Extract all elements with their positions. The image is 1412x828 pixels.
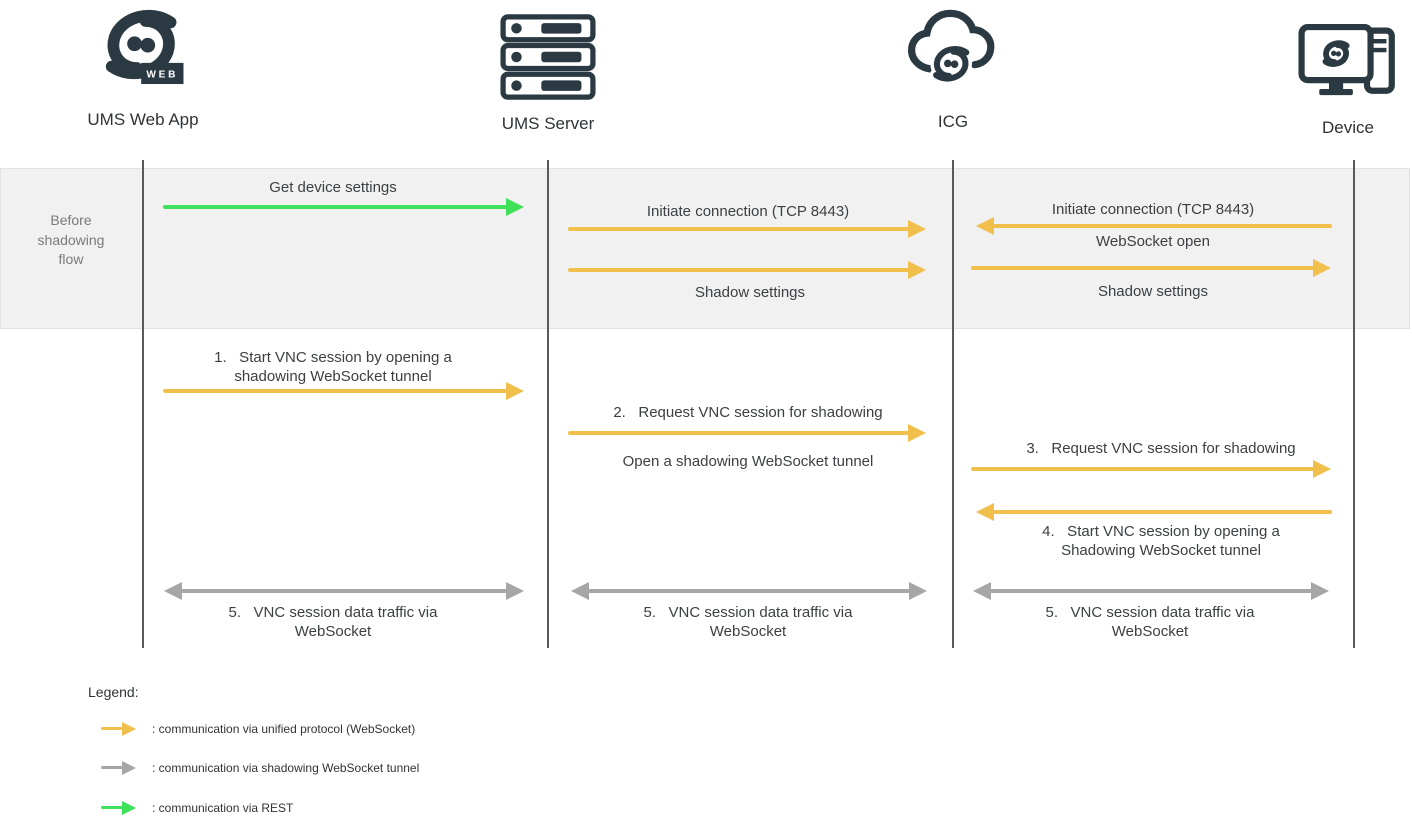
actor-ums-server: UMS Server [438, 8, 658, 134]
icg-cloud-chain-icon [907, 9, 995, 98]
shadow-settings-icg-device-label: Shadow settings [1097, 283, 1209, 300]
step4-arrow [976, 503, 1332, 521]
actor-label-ums-server: UMS Server [501, 114, 595, 133]
get-device-settings-label: Get device settings [269, 179, 397, 196]
lifeline-device [1353, 160, 1355, 648]
step5-web-server-label: 5. VNC session data traffic via WebSocke… [228, 604, 438, 640]
legend-title: Legend: [88, 684, 139, 700]
phase-band [0, 168, 1410, 329]
initiate-connection-server-icg-label: Initiate connection (TCP 8443) [646, 203, 850, 220]
step1-label: 1. Start VNC session by opening a shadow… [214, 349, 452, 385]
step5-icg-device-arrow [973, 582, 1329, 600]
legend-unified-label: : communication via unified protocol (We… [152, 722, 416, 736]
ums-web-app-logo-icon: WEB [95, 4, 184, 85]
initiate-connection-device-icg-arrow [976, 217, 1332, 235]
shadow-settings-icg-device-arrow [971, 259, 1331, 277]
lifeline-ums-web-app [142, 160, 144, 648]
initiate-connection-server-icg-arrow [568, 220, 926, 238]
lifeline-ums-server [547, 160, 549, 648]
legend-tunnel-arrow-icon [101, 760, 136, 775]
step3-label: 3. Request VNC session for shadowing [1026, 440, 1296, 457]
step2-label: 2. Request VNC session for shadowing [613, 404, 883, 421]
shadow-settings-server-icg-arrow [568, 261, 926, 279]
actor-label-ums-web-app: UMS Web App [87, 110, 199, 129]
get-device-settings-arrow [163, 198, 524, 216]
actor-label-icg: ICG [937, 112, 969, 131]
actor-ums-web-app: WEB UMS Web App [33, 4, 253, 130]
step3-arrow [971, 460, 1331, 478]
actor-icg: ICG [843, 6, 1063, 132]
step5-server-icg-label: 5. VNC session data traffic via WebSocke… [643, 604, 853, 640]
legend-rest-arrow-icon [101, 800, 136, 815]
lifeline-icg [952, 160, 954, 648]
legend-tunnel-label: : communication via shadowing WebSocket … [152, 761, 420, 775]
step5-server-icg-arrow [571, 582, 927, 600]
step2-arrow [568, 424, 926, 442]
legend-unified-arrow-icon [101, 721, 136, 736]
websocket-open-label: WebSocket open [1096, 233, 1210, 250]
step2-note: Open a shadowing WebSocket tunnel [622, 453, 874, 470]
step5-icg-device-label: 5. VNC session data traffic via WebSocke… [1045, 604, 1255, 640]
device-monitor-icon [1298, 23, 1395, 96]
actor-device: Device [1238, 12, 1412, 138]
step5-web-server-arrow [164, 582, 524, 600]
web-badge: WEB [146, 70, 178, 81]
server-stack-icon [500, 14, 596, 100]
initiate-connection-device-icg-label: Initiate connection (TCP 8443) [1051, 201, 1255, 218]
step1-arrow [163, 382, 524, 400]
phase-band-label: Before shadowing flow [37, 212, 105, 267]
actor-label-device: Device [1322, 118, 1374, 137]
legend-rest-label: : communication via REST [152, 801, 294, 815]
step4-label: 4. Start VNC session by opening a Shadow… [1042, 523, 1280, 559]
shadow-settings-server-icg-label: Shadow settings [694, 284, 806, 301]
